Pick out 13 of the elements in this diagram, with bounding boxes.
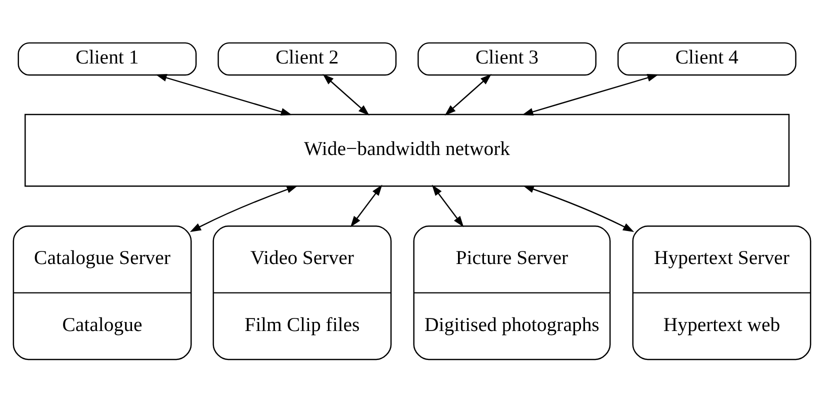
arrow bbox=[444, 74, 492, 116]
arrow bbox=[156, 73, 292, 116]
node-box: Client 4 bbox=[617, 42, 796, 76]
node-box: Client 2 bbox=[218, 42, 397, 76]
arrow bbox=[522, 73, 659, 116]
node-box: Client 1 bbox=[18, 42, 197, 76]
node-box: Wide−bandwidth network bbox=[24, 113, 790, 186]
arrow bbox=[190, 185, 298, 232]
arrow bbox=[522, 184, 634, 232]
arrow bbox=[322, 74, 370, 116]
node-box: Client 3 bbox=[418, 42, 596, 76]
arrow bbox=[432, 184, 464, 227]
arrow bbox=[350, 184, 382, 227]
